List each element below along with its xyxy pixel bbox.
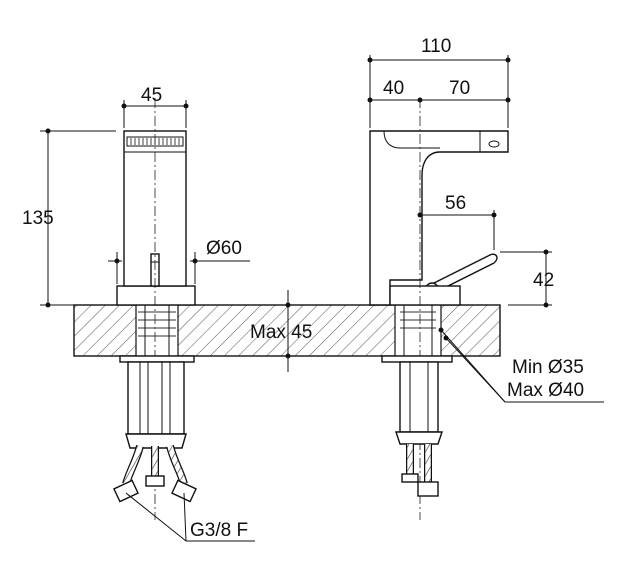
dim-offset-40: 40 <box>383 78 404 99</box>
dim-handle-56: 56 <box>445 193 466 214</box>
dim-max-40: Max Ø40 <box>507 380 584 401</box>
side-view <box>369 98 509 520</box>
front-view <box>113 98 197 520</box>
dim-thread: G3/8 F <box>190 520 248 541</box>
dim-diameter-60: Ø60 <box>206 238 242 259</box>
dim-height-42: 42 <box>533 270 554 291</box>
dim-width-45: 45 <box>141 85 162 106</box>
dimension-lines <box>40 55 604 542</box>
dim-reach-70: 70 <box>449 78 470 99</box>
dim-max-45: Max 45 <box>250 322 312 343</box>
dim-height-135: 135 <box>22 208 54 229</box>
dimension-labels: 45 135 Ø60 Max 45 110 40 70 56 42 Min Ø3… <box>22 36 584 541</box>
dim-min-35: Min Ø35 <box>512 357 584 378</box>
dim-overall-110: 110 <box>421 36 451 57</box>
